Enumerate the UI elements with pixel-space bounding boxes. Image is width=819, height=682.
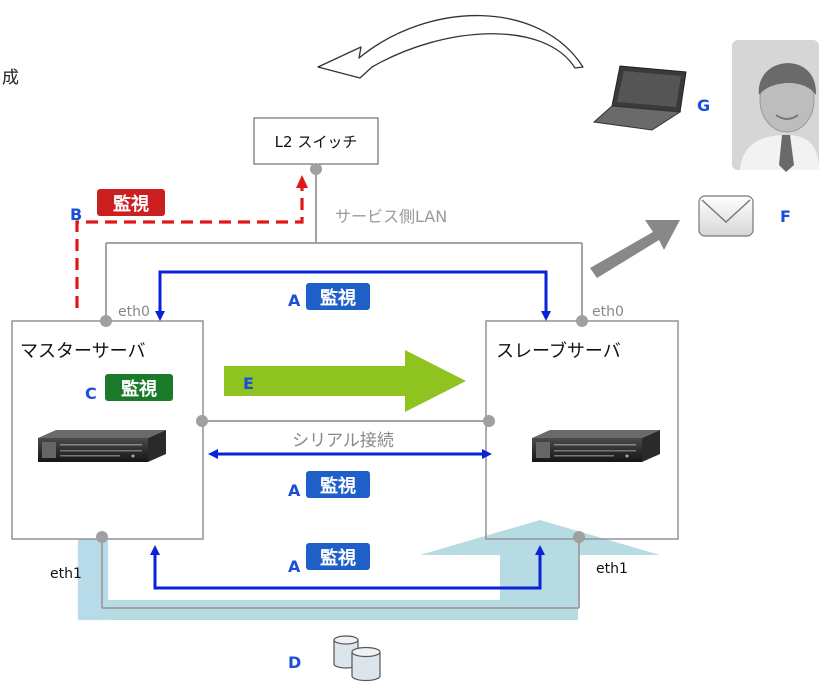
rotate-arrow-icon xyxy=(317,14,584,79)
monitor-line-b xyxy=(75,175,308,308)
service-lan-lines xyxy=(101,169,583,609)
database-icon xyxy=(333,635,381,682)
failover-arrow-e xyxy=(224,350,466,412)
slave-eth0-label: eth0 xyxy=(592,304,624,320)
label-c: C xyxy=(85,384,97,403)
master-eth0-label: eth0 xyxy=(118,304,150,320)
svg-text:監視: 監視 xyxy=(113,193,149,215)
server-icon xyxy=(38,430,166,462)
svg-text:監視: 監視 xyxy=(320,547,356,569)
master-server-title: マスターサーバ xyxy=(20,341,145,362)
serial-connection-label: シリアル接続 xyxy=(292,431,394,451)
label-g: G xyxy=(697,96,710,115)
person-icon xyxy=(732,40,819,172)
label-a2: A xyxy=(288,481,301,500)
label-a1: A xyxy=(288,291,301,310)
monitor-badge-a2: 監視 xyxy=(306,471,370,498)
l2-switch-box xyxy=(253,117,379,165)
l2-switch-label: L2 スイッチ xyxy=(275,133,358,151)
slave-eth1-label: eth1 xyxy=(596,561,628,577)
slave-server-title: スレーブサーバ xyxy=(496,340,621,362)
letter-labels: A A A B C D E F G xyxy=(70,96,791,672)
mail-icon xyxy=(698,195,754,237)
label-d: D xyxy=(288,653,301,672)
monitor-badge-c: 監視 xyxy=(105,374,173,401)
svg-text:監視: 監視 xyxy=(121,378,157,400)
svg-text:監視: 監視 xyxy=(320,287,356,309)
monitor-badge-b: 監視 xyxy=(97,189,165,216)
label-e: E xyxy=(243,374,254,393)
laptop-icon xyxy=(592,65,687,131)
label-a3: A xyxy=(288,557,301,576)
monitor-badge-a3: 監視 xyxy=(306,543,370,570)
heading-char: 成 xyxy=(2,68,19,88)
monitor-badge-a1: 監視 xyxy=(306,283,370,310)
service-lan-label: サービス側LAN xyxy=(335,207,447,226)
label-b: B xyxy=(70,205,82,224)
monitor-arrows-a xyxy=(150,270,551,590)
svg-text:監視: 監視 xyxy=(320,475,356,497)
notify-arrow xyxy=(590,220,680,278)
master-eth1-label: eth1 xyxy=(50,566,82,582)
port-dots xyxy=(96,163,588,543)
server-icon xyxy=(532,430,660,462)
label-f: F xyxy=(780,207,791,226)
